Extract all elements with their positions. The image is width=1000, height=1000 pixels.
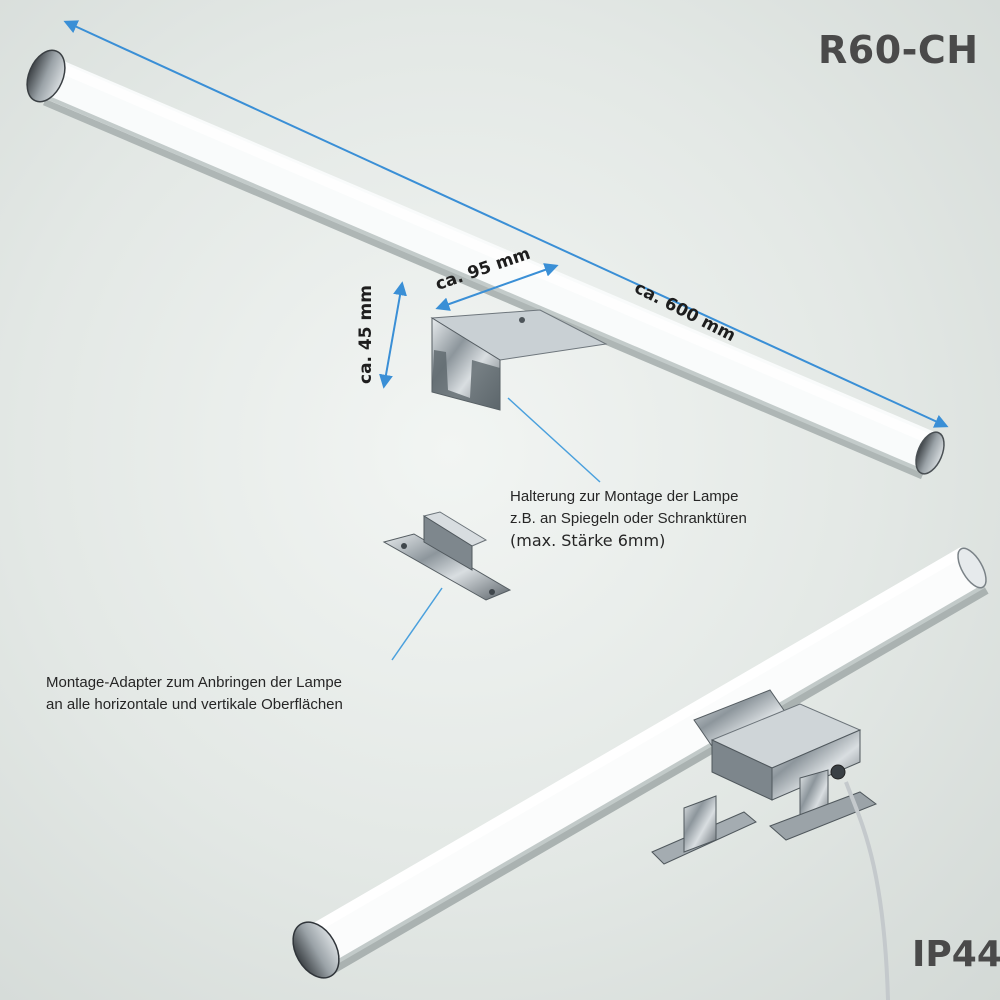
bracket-clip [432, 350, 500, 410]
adapter-block-front [423, 515, 473, 571]
bracket-screw [519, 317, 525, 323]
lamp-top-cap-left [26, 49, 66, 103]
dimension-line-length [63, 20, 949, 428]
dimension-label-height: ca. 45 mm [356, 285, 376, 384]
ip-rating: IP44 [912, 934, 1000, 975]
adapter-annotation-line1: Montage-Adapter zum Anbringen der Lampe [46, 674, 343, 691]
lamp-bottom-tube-highlight [305, 547, 965, 937]
bracket-annotation-line3: (max. Stärke 6mm) [510, 531, 666, 550]
mounting-bracket [430, 309, 608, 411]
adapter-hole-right [489, 589, 495, 595]
lamp-top-cap-right [915, 431, 945, 475]
leader-line-adapter [391, 587, 443, 661]
lamp-top-tube-edge [43, 94, 921, 472]
bracket-annotation-line2: z.B. an Spiegeln oder Schranktüren [510, 510, 747, 527]
lamp-bottom-cap-left [292, 921, 340, 979]
bracket-annotation-line1: Halterung zur Montage der Lampe [510, 488, 739, 505]
lamp-bottom-tube [306, 546, 984, 966]
power-cable [844, 781, 890, 1000]
power-switch [830, 764, 846, 780]
lamp-bottom-cap-right [957, 547, 987, 589]
loose-clip-upright [683, 795, 717, 853]
model-name: R60-CH [818, 28, 979, 72]
leader-line-bracket [507, 397, 601, 483]
assembly-arm-side [771, 729, 861, 801]
dimension-line-height [379, 281, 407, 389]
bracket-annotation: Halterung zur Montage der Lampe z.B. an … [510, 486, 747, 552]
lamp-bottom-tube-edge [328, 584, 986, 968]
lamp-bottom [292, 546, 989, 979]
adapter-hole-left [401, 543, 407, 549]
mounting-adapter [382, 511, 512, 601]
dimension-line-depth [435, 263, 559, 311]
adapter-base [382, 533, 512, 601]
adapter-annotation: Montage-Adapter zum Anbringen der Lampe … [46, 672, 343, 716]
adapter-annotation-line2: an alle horizontale und vertikale Oberfl… [46, 696, 343, 713]
bracket-assembly [651, 703, 890, 1000]
assembly-foot [769, 791, 878, 841]
